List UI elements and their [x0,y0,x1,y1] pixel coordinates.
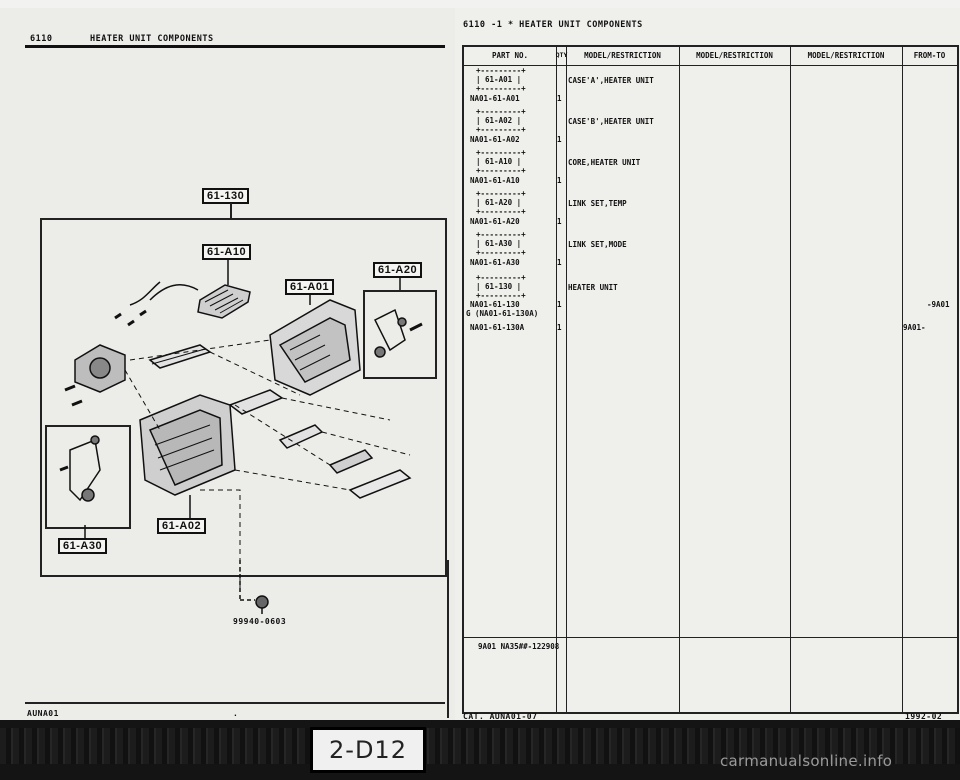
part-number: NA01-61-130A [470,323,525,332]
diagram-frame [40,218,447,577]
part-description: CORE,HEATER UNIT [568,158,641,167]
right-page-header: 6110 -1 * HEATER UNIT COMPONENTS [463,20,643,30]
part-number: NA01-61-A30 [470,258,520,267]
col-qty: QTY [555,51,568,59]
part-number: NA01-61-130 [470,300,520,309]
from-to: 9A01- [903,323,926,332]
catalog-number: CAT. AUNA01-07 [463,712,538,721]
catalog-date: 1992-02 [905,712,943,721]
part-number: NA01-61-A01 [470,94,520,103]
part-alternate: G (NA01-61-130A) [466,309,539,318]
header-rule [25,45,445,48]
section-code: 6110 [30,34,53,44]
note-separator [464,637,957,638]
a20-detail-frame [363,290,437,379]
col-from-to: FROM-TO [913,51,946,60]
part-description: LINK SET,TEMP [568,199,627,208]
part-description: HEATER UNIT [568,283,618,292]
bolt-part-number: 99940-0603 [233,617,287,626]
part-description: LINK SET,MODE [568,240,627,249]
section-title: HEATER UNIT COMPONENTS [90,34,214,44]
from-to: -9A01 [927,300,950,309]
bottom-band [0,720,960,780]
table-note: 9A01 NA35##-122908 [478,642,560,651]
footer-left-code: AUNA01 [27,709,59,718]
part-description: CASE'B',HEATER UNIT [568,117,654,126]
callout-61-a10[interactable]: 61-A10 [202,244,252,260]
right-page [455,8,960,720]
footer-rule-left [25,702,445,704]
part-description: CASE'A',HEATER UNIT [568,76,654,85]
page-number-badge: 2-D12 [310,727,426,773]
part-number: NA01-61-A02 [470,135,520,144]
col-part-no: PART NO. [491,51,529,60]
callout-61-a01[interactable]: 61-A01 [285,279,335,295]
table-header [464,47,957,66]
a30-detail-frame [45,425,131,529]
part-number: NA01-61-A20 [470,217,520,226]
top-strip [0,0,960,8]
callout-61-a02[interactable]: 61-A02 [157,518,207,534]
col-model-3: MODEL/RESTRICTION [807,51,885,60]
leader-61-130 [230,203,232,219]
parts-table: PART NO. QTY MODEL/RESTRICTION MODEL/RES… [462,45,959,714]
gutter-line [447,560,449,718]
callout-61-a30[interactable]: 61-A30 [58,538,108,554]
col-model-1: MODEL/RESTRICTION [584,51,661,60]
footer-left-mark: . [233,709,239,718]
part-number: NA01-61-A10 [470,176,520,185]
callout-61-130[interactable]: 61-130 [202,188,250,204]
watermark: carmanualsonline.info [720,752,893,770]
callout-61-a20[interactable]: 61-A20 [373,262,423,278]
col-model-2: MODEL/RESTRICTION [696,51,773,60]
